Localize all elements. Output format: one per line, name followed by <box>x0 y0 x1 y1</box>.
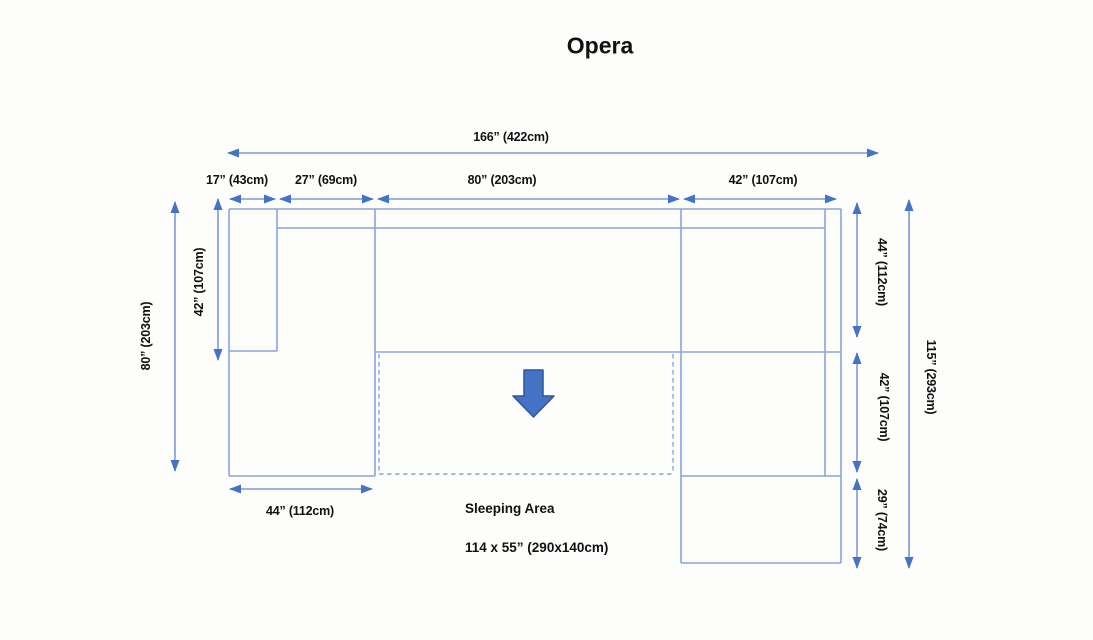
dim-label-top-seg-2: 27” (69cm) <box>295 173 357 187</box>
sleeping-area-size: 114 x 55” (290x140cm) <box>465 540 609 555</box>
sofa-outline <box>228 208 842 564</box>
sleeping-area-outline <box>378 354 674 475</box>
down-arrow-icon <box>512 369 555 418</box>
dim-label-left-inner-height: 42” (107cm) <box>192 247 206 317</box>
dim-label-right-seg-1: 44” (112cm) <box>875 238 889 306</box>
dim-label-overall-width: 166” (422cm) <box>473 130 549 144</box>
dim-label-right-seg-2: 42” (107cm) <box>877 372 891 442</box>
dim-label-top-seg-3: 80” (203cm) <box>467 173 537 187</box>
sleeping-area-label: Sleeping Area <box>465 501 555 516</box>
dim-label-top-seg-1: 17” (43cm) <box>206 173 268 187</box>
page-title: Opera <box>566 32 634 59</box>
dim-label-right-seg-3: 29” (74cm) <box>875 489 889 551</box>
dimension-arrows <box>170 148 914 569</box>
dim-label-chaise-width: 44” (112cm) <box>266 504 334 518</box>
dim-label-top-seg-4: 42” (107cm) <box>728 173 798 187</box>
dim-label-right-overall-height: 115” (293cm) <box>924 339 938 415</box>
dim-label-left-outer-height: 80” (203cm) <box>139 301 153 371</box>
